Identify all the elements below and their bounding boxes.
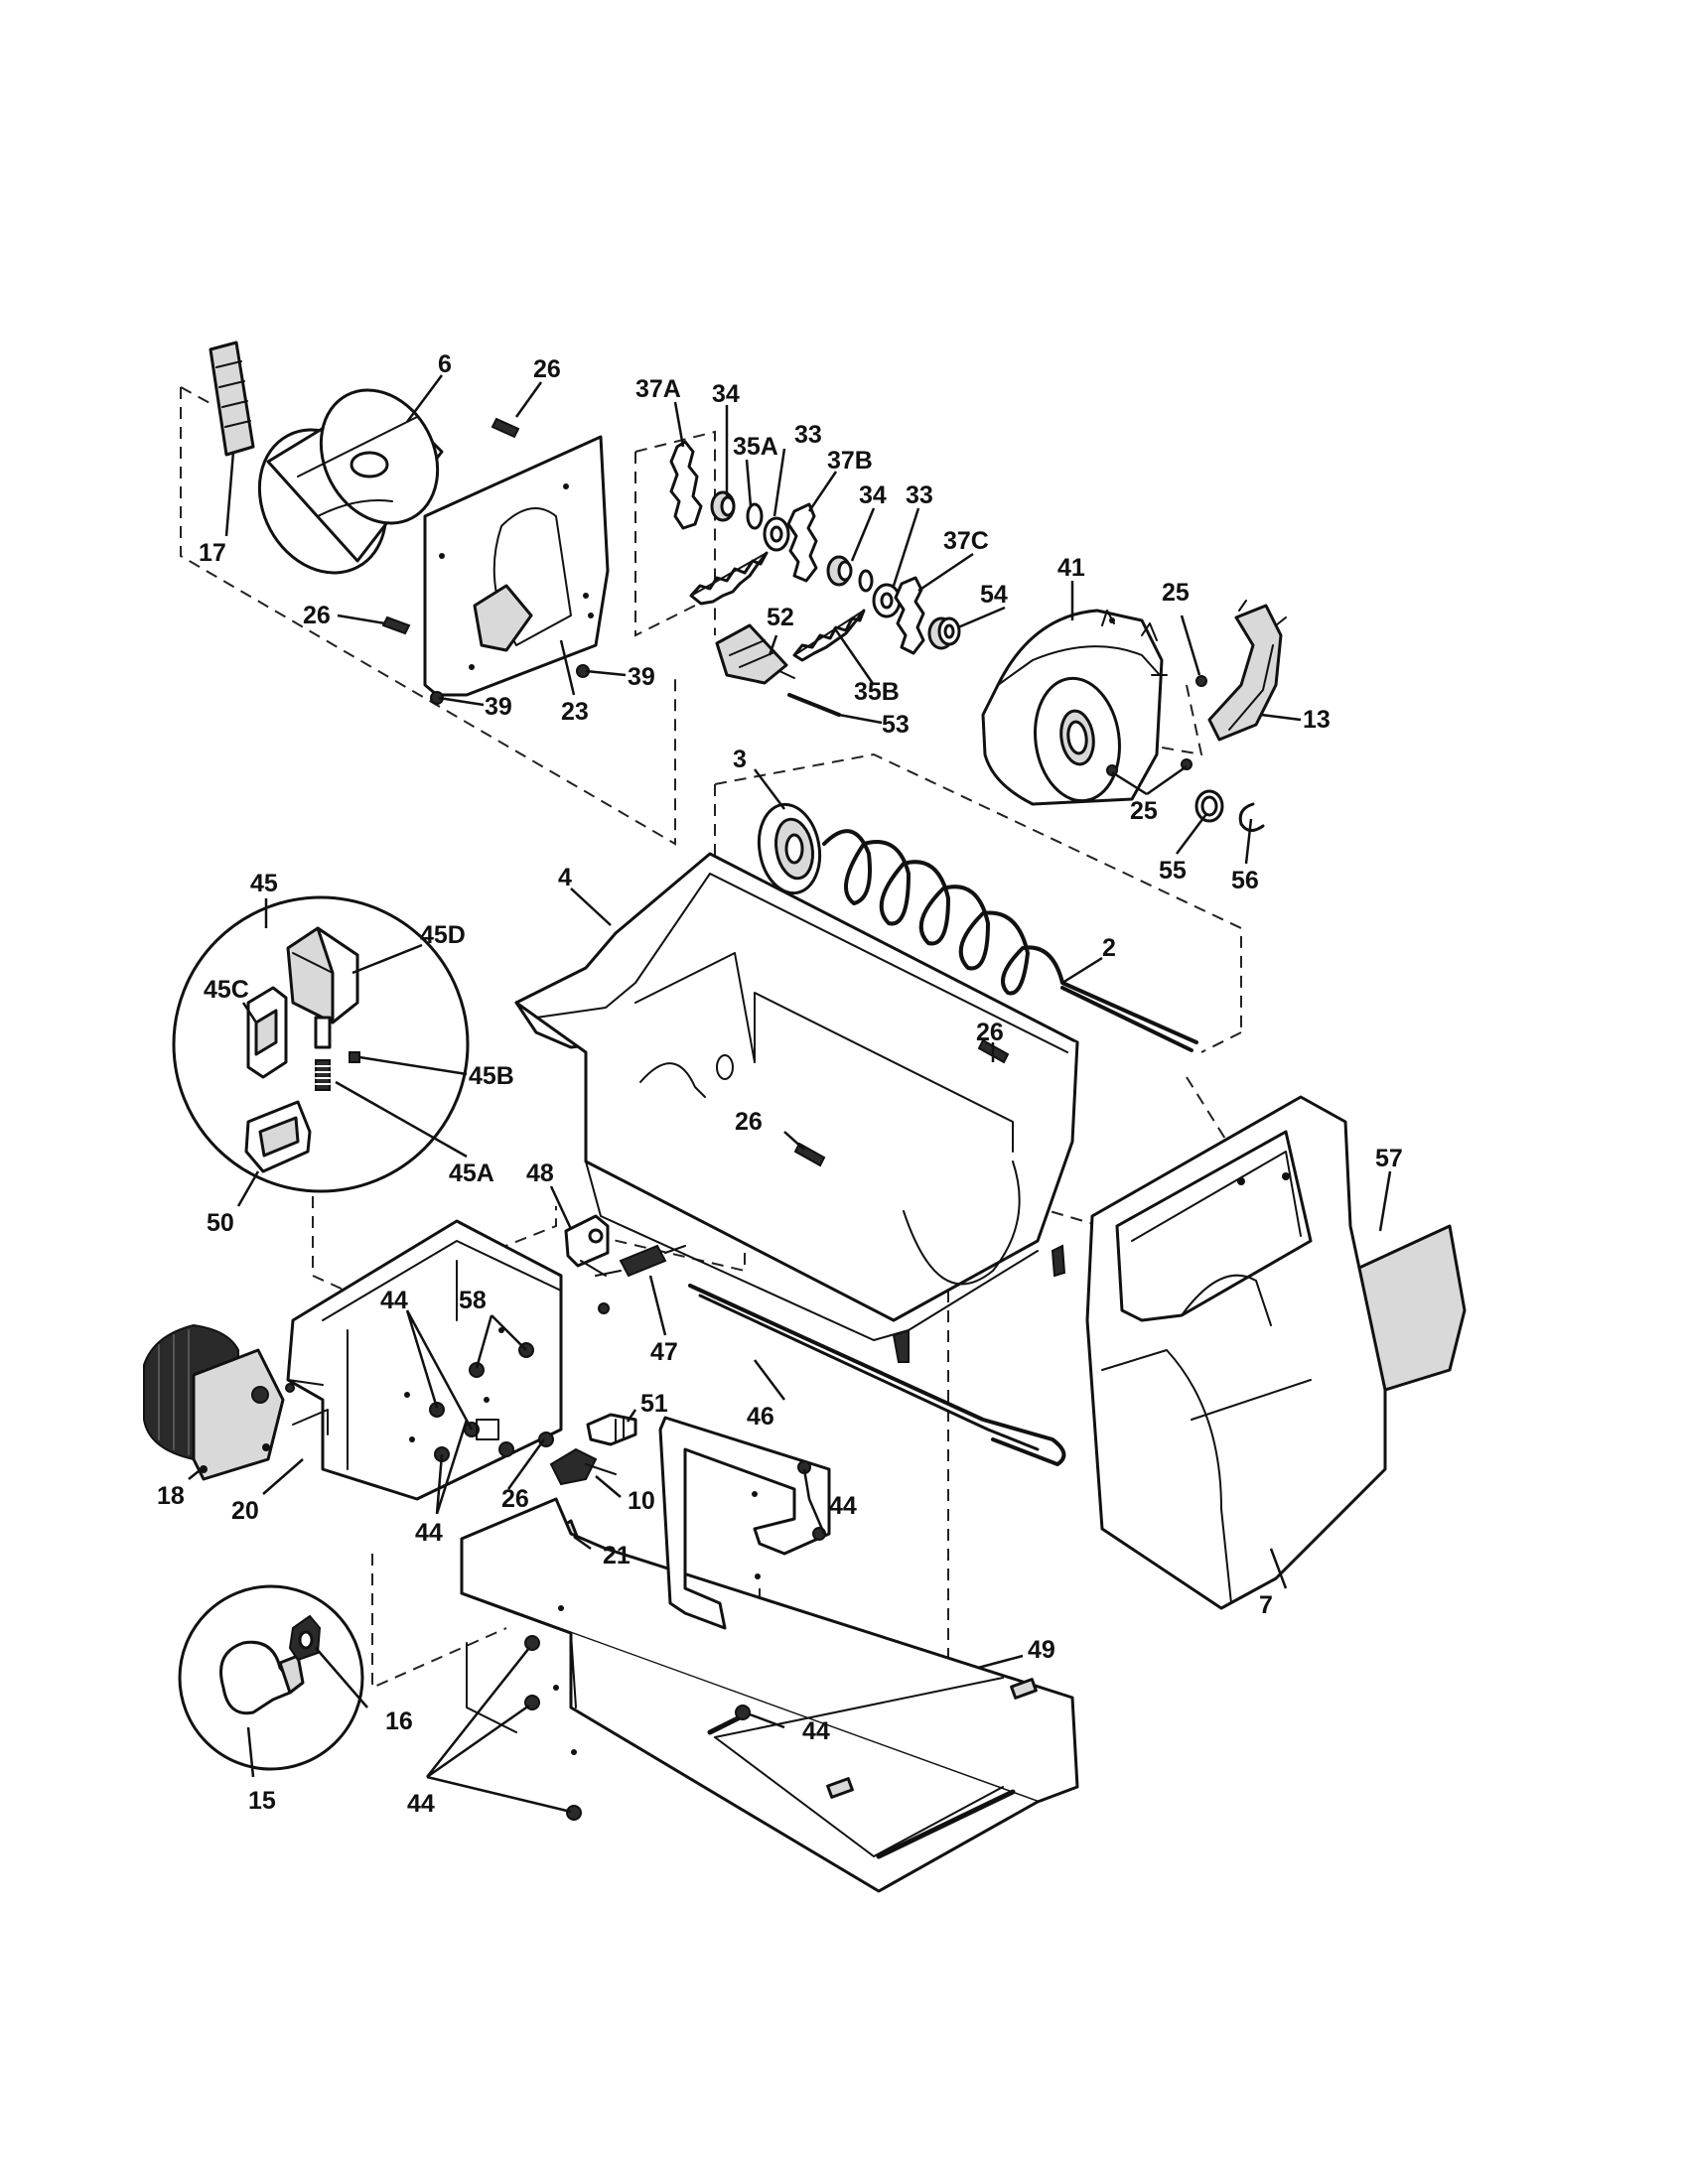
callout-50: 50 [207, 1209, 234, 1237]
callout-39-right: 39 [628, 663, 655, 691]
callout-57: 57 [1375, 1145, 1403, 1172]
part-6-auger-drum [257, 388, 444, 575]
callout-16: 16 [385, 1707, 413, 1735]
leader-lines [188, 374, 1392, 1814]
part-17-screen [209, 341, 255, 457]
callout-45A: 45A [449, 1160, 494, 1187]
part-2-auger [822, 829, 1198, 1052]
callout-26-top: 26 [533, 355, 561, 383]
part-46-rod [688, 1284, 1066, 1466]
part-55-ring [1194, 789, 1224, 823]
part-56-clip [1238, 802, 1265, 832]
callout-26-bucket-right: 26 [976, 1019, 1004, 1046]
part-48-bracket [564, 1214, 610, 1277]
part-37C-blade [894, 576, 925, 655]
callout-51: 51 [640, 1390, 668, 1418]
part-35A-serrated-blade [689, 551, 769, 606]
callout-labels: 6 26 37A 34 35A 33 37B 34 33 37C 17 26 4… [157, 350, 1403, 1818]
callout-58: 58 [459, 1287, 487, 1314]
callout-56: 56 [1231, 867, 1259, 894]
part-23-mounting-plate [423, 435, 610, 697]
callout-44-tray-left: 44 [407, 1790, 435, 1818]
callout-41: 41 [1057, 554, 1085, 582]
callout-48: 48 [526, 1160, 554, 1187]
callout-53: 53 [882, 711, 910, 739]
callout-44-tray: 44 [802, 1717, 830, 1745]
callout-47: 47 [650, 1338, 678, 1366]
callout-37A: 37A [635, 375, 681, 403]
part-53-rod [787, 693, 841, 717]
callout-54: 54 [980, 581, 1008, 609]
callout-33-b: 33 [906, 481, 933, 509]
callout-45: 45 [250, 870, 278, 897]
callout-17: 17 [199, 539, 226, 567]
callout-20: 20 [231, 1497, 259, 1525]
part-52-actuator [715, 623, 795, 685]
callout-45B: 45B [469, 1062, 514, 1090]
callout-37B: 37B [827, 447, 873, 475]
callout-52: 52 [767, 604, 794, 631]
callout-35A: 35A [733, 433, 778, 461]
part-3-coupling [757, 802, 822, 895]
callout-46: 46 [747, 1403, 774, 1431]
callout-44-box-lower: 44 [415, 1519, 443, 1547]
callout-23: 23 [561, 698, 589, 726]
part-10-cam [549, 1447, 617, 1486]
callout-34-b: 34 [859, 481, 887, 509]
callout-26-bucket-left: 26 [735, 1108, 763, 1136]
callout-15: 15 [248, 1787, 276, 1815]
callout-49: 49 [1028, 1636, 1055, 1664]
part-18-motor [143, 1323, 295, 1481]
callout-2: 2 [1102, 934, 1116, 962]
callout-7: 7 [1259, 1591, 1273, 1619]
part-35B-serrated-blade [792, 609, 866, 662]
callout-4: 4 [558, 864, 572, 891]
callout-37C: 37C [943, 527, 989, 555]
part-4-ice-bucket [514, 852, 1079, 1363]
part-7-front-housing [1085, 1095, 1387, 1610]
callout-13: 13 [1303, 706, 1331, 734]
callout-45D: 45D [420, 921, 466, 949]
callout-26-box: 26 [501, 1485, 529, 1513]
callout-35B: 35B [854, 678, 900, 706]
part-47-spring [595, 1244, 686, 1314]
callout-25-top: 25 [1162, 579, 1190, 607]
part-54-bearing [927, 616, 961, 650]
callout-18: 18 [157, 1482, 185, 1510]
callout-26-left: 26 [303, 602, 331, 629]
callout-44-box: 44 [380, 1287, 408, 1314]
part-51-switch [586, 1413, 637, 1446]
detail-45-solenoid [172, 895, 470, 1193]
part-33-spacer-b [872, 583, 902, 618]
callout-34-a: 34 [712, 380, 740, 408]
callout-3: 3 [733, 746, 747, 773]
callout-6: 6 [438, 350, 452, 378]
callout-55: 55 [1159, 857, 1187, 885]
callout-44-bracket: 44 [829, 1492, 857, 1520]
callout-25-bottom: 25 [1130, 797, 1158, 825]
callout-45C: 45C [204, 976, 249, 1004]
detail-light [178, 1584, 364, 1771]
callout-33-a: 33 [794, 421, 822, 449]
part-20-control-box [286, 1219, 563, 1501]
part-13-flap [1207, 600, 1287, 742]
part-34-bushing-a [710, 490, 736, 522]
part-33-spacer-a [746, 502, 790, 552]
part-34-bushing-b [826, 555, 874, 593]
part-49-base-tray [460, 1497, 1079, 1893]
callout-21: 21 [603, 1542, 631, 1570]
callout-39-left: 39 [485, 693, 512, 721]
part-37B-blade [786, 502, 818, 583]
part-37A-blade [669, 440, 703, 530]
callout-10: 10 [628, 1487, 655, 1515]
part-41-housing [981, 609, 1168, 806]
